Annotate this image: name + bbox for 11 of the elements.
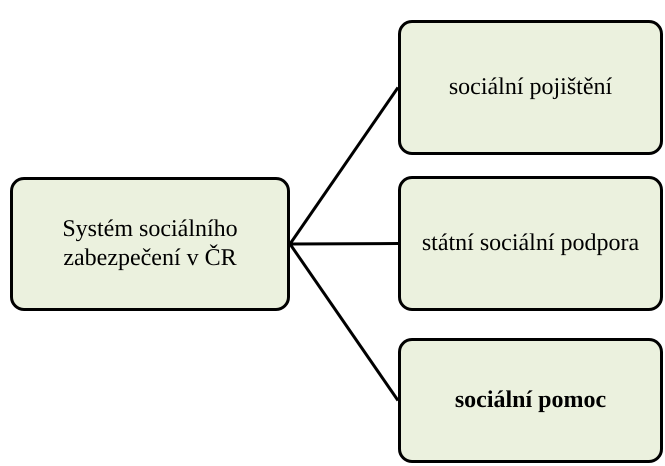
connector-line xyxy=(288,243,400,402)
category-box xyxy=(398,20,663,155)
category-box xyxy=(10,177,290,311)
category-box xyxy=(398,338,663,463)
box-label: sociální pojištění xyxy=(448,73,612,102)
box-label: státní sociální podpora xyxy=(422,229,640,258)
category-box xyxy=(398,176,663,311)
box-label: Systém sociálního zabezpečení v ČR xyxy=(61,215,239,273)
connector-line xyxy=(288,86,400,245)
connector-line xyxy=(290,242,398,246)
box-label: sociální pomoc xyxy=(454,386,606,415)
